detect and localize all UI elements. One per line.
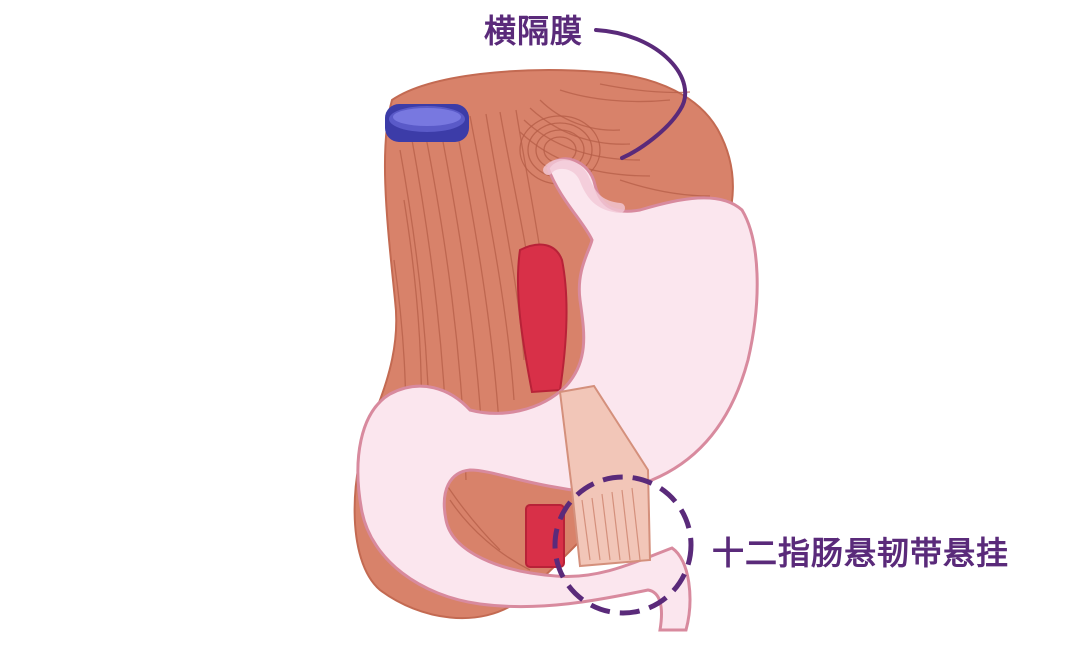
suspensory-ligament (558, 384, 652, 568)
ligament-fibers (581, 487, 641, 561)
ligament-callout-circle (552, 474, 694, 616)
diaphragm-label: 横隔膜 (484, 12, 584, 50)
ligament-label: 十二指肠悬韧带悬挂 (712, 534, 1010, 572)
diaphragm-leader-line (594, 28, 688, 160)
aorta (516, 243, 568, 394)
stomach (356, 157, 759, 632)
caval-opening-marker (385, 104, 469, 142)
aorta-lower (525, 504, 565, 568)
esophagus (543, 158, 625, 213)
